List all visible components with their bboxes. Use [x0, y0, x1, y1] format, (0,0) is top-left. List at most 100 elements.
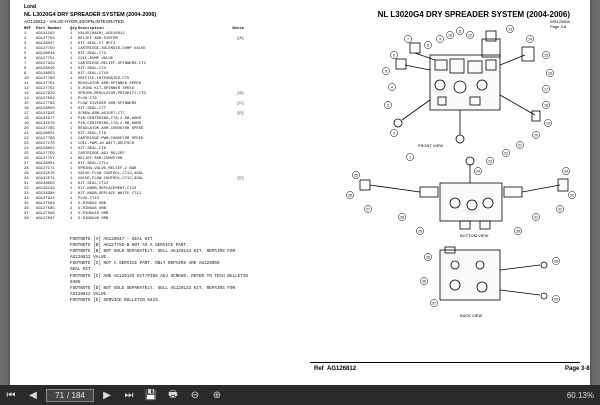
zoom-level[interactable]: 60.13%	[566, 390, 594, 400]
valve-diagram-svg: FRONT VIEW BOTTOM VIEW BACK VIEW 1211109…	[346, 25, 576, 318]
callout-number: 29	[418, 229, 422, 233]
callout-bubble	[552, 257, 560, 265]
footnote-line: SEAL KIT.	[70, 267, 94, 273]
callout-number: 24	[476, 169, 480, 173]
callout-number: 13	[508, 27, 512, 31]
footnote-line: FOOTNOTE [C] NOT A SERVICE PART. ONLY RE…	[70, 261, 220, 267]
callout-bubble	[436, 35, 444, 43]
callout-bubble	[424, 253, 432, 261]
callout-number: 28	[400, 215, 404, 219]
callout-number: 2	[393, 131, 395, 135]
callout-number: 4	[391, 85, 393, 89]
callout-number: 36	[422, 279, 426, 283]
zoom-out-button[interactable]: ⊖	[184, 386, 206, 404]
callout-bubble	[542, 85, 550, 93]
callout-number: 1	[409, 155, 411, 159]
callout-number: 35	[426, 255, 430, 259]
callout-number: 23	[488, 159, 492, 163]
callout-bubble	[516, 141, 524, 149]
callout-bubble	[456, 27, 464, 35]
view-label-front: FRONT VIEW	[418, 143, 443, 148]
first-page-icon: ⏮	[6, 389, 16, 401]
callout-bubble	[568, 191, 576, 199]
bottom-view-drawing	[359, 156, 569, 230]
callout-number: 38	[554, 259, 558, 263]
next-page-button[interactable]: ▶	[96, 386, 118, 404]
callout-bubble	[474, 167, 482, 175]
first-page-button[interactable]: ⏮	[0, 386, 22, 404]
back-view-drawing	[439, 246, 548, 301]
callout-number: 32	[558, 207, 562, 211]
page-number-field[interactable]: 71/ 184	[46, 388, 94, 402]
callout-bubble	[506, 25, 514, 33]
save-button[interactable]: 💾	[140, 386, 162, 404]
callout-bubble	[390, 51, 398, 59]
footnote-line: FOOTNOTE [C] AND AG129133 KIT/PINS ADJ S…	[70, 273, 248, 279]
front-view-drawing	[393, 30, 541, 144]
callout-bubble	[502, 149, 510, 157]
save-icon: 💾	[144, 389, 158, 401]
footnote-line: FOOTNOTE [E] SERVICE BULLETIN 0423.	[70, 297, 161, 303]
print-button[interactable]: 🖶	[162, 386, 184, 404]
next-page-icon: ▶	[103, 389, 111, 401]
callout-number: 25	[554, 297, 558, 301]
callout-number: 26	[348, 193, 352, 197]
callout-bubble	[446, 31, 454, 39]
callout-number: 33	[570, 193, 574, 197]
footnote-line: AG126812 VALVE.	[70, 291, 109, 297]
callout-bubble	[364, 205, 372, 213]
callout-bubble	[420, 277, 428, 285]
view-label-back: BACK VIEW	[460, 313, 482, 318]
total-pages-label: / 184	[67, 390, 85, 400]
callout-number: 18	[544, 103, 548, 107]
zoom-in-button[interactable]: ⊕	[206, 386, 228, 404]
callout-bubble	[466, 31, 474, 39]
callout-number: 7	[407, 37, 409, 41]
callout-number: 9	[439, 37, 441, 41]
current-page-value[interactable]: 71	[55, 390, 65, 400]
callout-bubble	[424, 41, 432, 49]
callout-number: 30	[516, 229, 520, 233]
prev-page-button[interactable]: ◀	[22, 386, 44, 404]
callout-bubble	[552, 295, 560, 303]
callout-number: 12	[468, 33, 472, 37]
callout-bubble	[486, 157, 494, 165]
footer-page-number: Page 3-8	[565, 366, 590, 372]
document-page: Loral NL L3020G4 DRY SPREADER SYSTEM (20…	[10, 0, 590, 385]
callout-number: 8	[427, 43, 429, 47]
footer-ref: Ref AG126812	[314, 366, 357, 372]
last-page-button[interactable]: ⏭	[118, 386, 140, 404]
callout-number: 11	[458, 29, 462, 33]
callout-number: 21	[518, 143, 522, 147]
callout-bubble	[390, 129, 398, 137]
callout-number: 27	[366, 207, 370, 211]
callout-bubble	[404, 35, 412, 43]
